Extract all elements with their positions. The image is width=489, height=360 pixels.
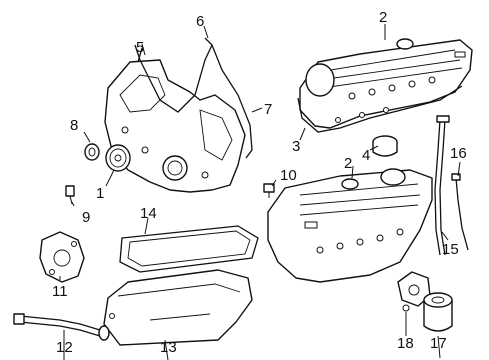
oil-dipstick — [451, 173, 469, 251]
timing-cover — [104, 59, 246, 193]
leader-lines — [59, 24, 461, 360]
callout-14: 14 — [140, 205, 157, 222]
callout-17: 17 — [430, 335, 447, 352]
oil-dipstick-tube — [434, 115, 450, 256]
callout-15: 15 — [442, 241, 459, 258]
callout-1: 1 — [96, 185, 104, 202]
callout-9: 9 — [82, 209, 90, 226]
valve-cover-upper — [297, 38, 473, 133]
oil-filter — [423, 292, 453, 332]
timing-cover-gaskets — [134, 37, 253, 159]
callout-13: 13 — [160, 339, 177, 356]
callout-5: 5 — [136, 39, 144, 56]
oil-pan — [103, 269, 253, 346]
oil-filler-cap — [372, 135, 398, 157]
callout-2-upper: 2 — [379, 9, 387, 26]
valve-cover-upper-bolts — [335, 76, 436, 123]
callout-7: 7 — [264, 101, 272, 118]
callout-10: 10 — [280, 167, 297, 184]
oil-pump — [39, 231, 85, 283]
callout-4: 4 — [362, 147, 370, 164]
bolt — [65, 185, 75, 205]
front-seal — [84, 143, 100, 161]
callout-3: 3 — [292, 138, 300, 155]
oil-pan-gasket — [119, 225, 259, 273]
callout-16: 16 — [450, 145, 467, 162]
crankshaft-pulley — [105, 144, 131, 172]
callout-12: 12 — [56, 339, 73, 356]
valve-cover-lower-bolts — [316, 228, 404, 254]
sensor — [263, 183, 275, 198]
callout-labels: 1 2 2 3 4 5 6 7 8 9 10 11 12 13 14 15 16… — [52, 9, 467, 356]
valve-cover-lower — [267, 168, 433, 283]
callout-8: 8 — [70, 117, 78, 134]
callout-6: 6 — [196, 13, 204, 30]
callout-18: 18 — [397, 335, 414, 352]
callout-11: 11 — [52, 283, 68, 300]
oil-pickup-tube — [13, 313, 110, 341]
callout-2-lower: 2 — [344, 155, 352, 172]
